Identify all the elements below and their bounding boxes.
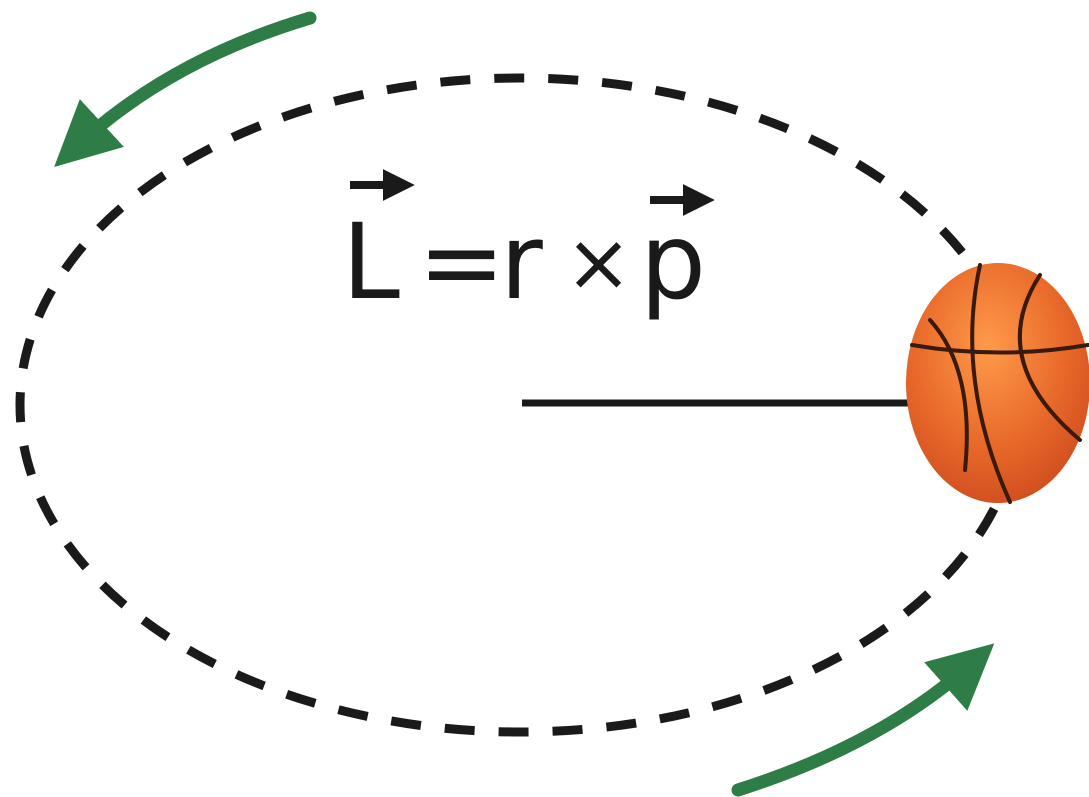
rotation-arrow-top-icon: [54, 11, 317, 168]
equation-cross: ×: [565, 216, 632, 309]
equation-r: r: [500, 201, 543, 323]
equation-equals: =: [418, 201, 505, 323]
equation: L = r × p: [342, 169, 715, 323]
equation-p: p: [640, 201, 706, 323]
rotation-arrow-bottom-icon: [731, 643, 995, 797]
equation-L: L: [342, 201, 400, 323]
basketball-icon: [906, 263, 1089, 504]
